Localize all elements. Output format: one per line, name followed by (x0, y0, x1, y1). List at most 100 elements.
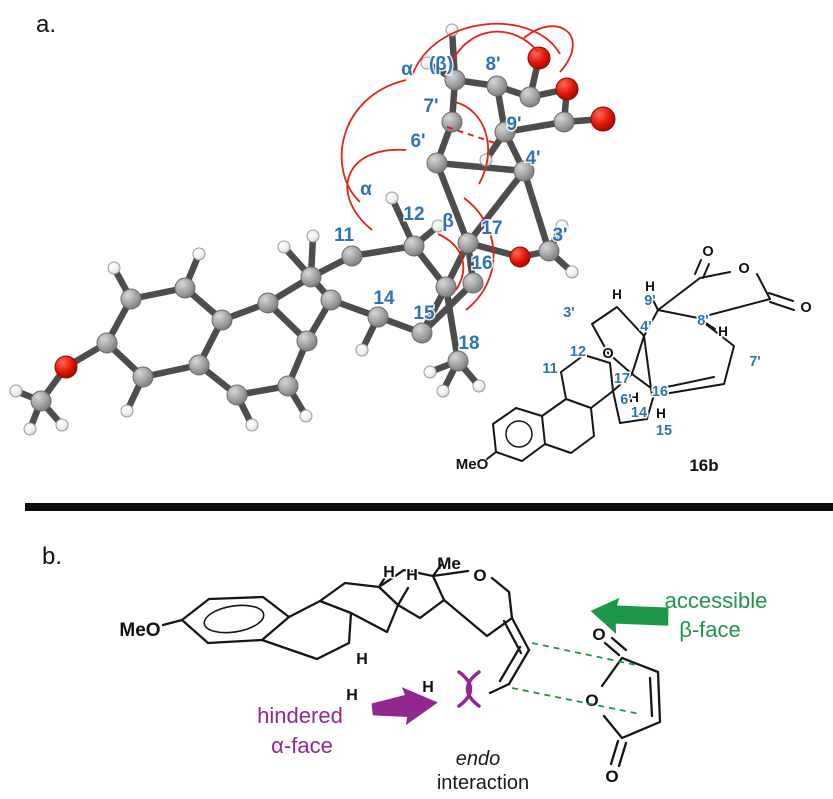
inset-position-label: 3' (563, 305, 575, 321)
hydrogen-atom (277, 240, 291, 254)
oxygen-atom (509, 246, 531, 268)
carbon-atom (174, 277, 196, 299)
carbon-atom (553, 111, 575, 133)
carbon-atom (513, 160, 535, 182)
inset-hydrogen-label: H (656, 406, 666, 421)
hydrogen-atom (120, 404, 134, 418)
noe-arc (449, 30, 539, 67)
carbon-atom (426, 152, 448, 174)
carbon-atom (132, 366, 154, 388)
endo-dashed-line (531, 642, 637, 666)
ring-bond (541, 398, 595, 454)
anhydride-bond (697, 273, 771, 319)
carbon-atom (277, 375, 299, 397)
carbon-atom (538, 240, 560, 262)
noe-arc (463, 197, 495, 311)
hydrogen-label: H (422, 679, 434, 696)
panel-b-label: b. (42, 543, 62, 570)
inset-oxygen-label: O (738, 261, 749, 277)
atom-position-label: 4' (525, 148, 540, 169)
atom-position-label: 17 (481, 218, 502, 239)
inset-position-label: 4' (640, 319, 652, 335)
bond (520, 167, 553, 255)
ring-bond (318, 581, 400, 634)
bond (433, 159, 528, 175)
beta-face-arrow (590, 597, 669, 634)
maleic-anhydride (600, 636, 662, 768)
noe-arc (437, 233, 465, 291)
blocked-curve (457, 670, 473, 708)
furan-ring-bond (591, 306, 645, 375)
carbon-atom (435, 276, 457, 298)
carbon-atom (341, 245, 363, 267)
hydrogen-atom (306, 229, 320, 243)
carbon-atom (486, 75, 508, 97)
oxygen-label: O (585, 691, 598, 710)
inset-position-label: 12 (570, 344, 586, 360)
atom-position-label: 7' (423, 96, 438, 117)
carbon-atom (444, 69, 466, 91)
double-bond (661, 376, 715, 389)
endo-dashed-line (511, 687, 641, 715)
hydrogen-atom (555, 219, 569, 233)
hydrogen-atom (9, 384, 23, 398)
atom-position-label: 15 (413, 303, 435, 324)
hydrogen-atom (423, 365, 437, 379)
inset-hydrogen-label: H (718, 324, 728, 339)
carbon-atom (30, 390, 52, 412)
atom-position-label: 18 (458, 333, 479, 354)
carbon-atom (403, 235, 425, 257)
carbon-atom (411, 322, 433, 344)
stereo-h-bond (651, 297, 716, 330)
hydrogen-label: H (406, 567, 418, 584)
beta-face-label: β-face (679, 617, 741, 642)
hydrogen-atom (23, 422, 37, 436)
inset-oxygen-label: O (800, 300, 811, 316)
diene-bond (488, 682, 511, 695)
hydrogen-atom (107, 261, 121, 275)
hydrogen-atom (472, 379, 486, 393)
hydrogen-atom (420, 56, 434, 70)
hindered-label: hindered (257, 703, 343, 728)
carbonyl-double-bond (768, 292, 795, 311)
inset-position-label: 6' (620, 392, 632, 408)
atom-position-label: β (442, 211, 454, 232)
bond (464, 167, 528, 247)
hydrogen-atom (299, 409, 313, 423)
carbon-atom (519, 86, 541, 108)
ring-bond (180, 595, 291, 645)
carbon-atom (296, 330, 318, 352)
hydrogen-atom (431, 219, 445, 233)
oxygen-atom (527, 46, 551, 70)
bond (442, 283, 462, 365)
bond (418, 279, 477, 337)
atom-position-label: 11 (334, 225, 355, 246)
interaction-label: interaction (437, 772, 529, 794)
atom-position-label: 6' (410, 131, 425, 152)
alpha-face-arrow (371, 687, 438, 726)
blocked-curve (465, 670, 481, 708)
oxygen-atom (555, 77, 579, 101)
noe-dashed-line (446, 126, 499, 145)
carbonyl-double-bond (694, 259, 710, 279)
hydrogen-atom (245, 418, 259, 432)
inset-hydrogen-label: H (645, 279, 655, 294)
anhydride-bond (657, 271, 731, 311)
diene-double-bond (502, 616, 531, 655)
ring-bond (260, 599, 353, 661)
hydrogen-atom (355, 343, 369, 357)
inset-position-label: 8' (697, 313, 709, 329)
noe-correlation-arcs (340, 23, 574, 311)
carbon-atom (457, 232, 479, 254)
carbon-atom (120, 288, 142, 310)
atom-position-label: 3' (552, 225, 567, 246)
methoxy-bond (161, 618, 184, 627)
carbonyl-double-bond (609, 739, 628, 768)
anhydride-bond (600, 656, 624, 688)
hydrogen-atom (385, 191, 399, 205)
